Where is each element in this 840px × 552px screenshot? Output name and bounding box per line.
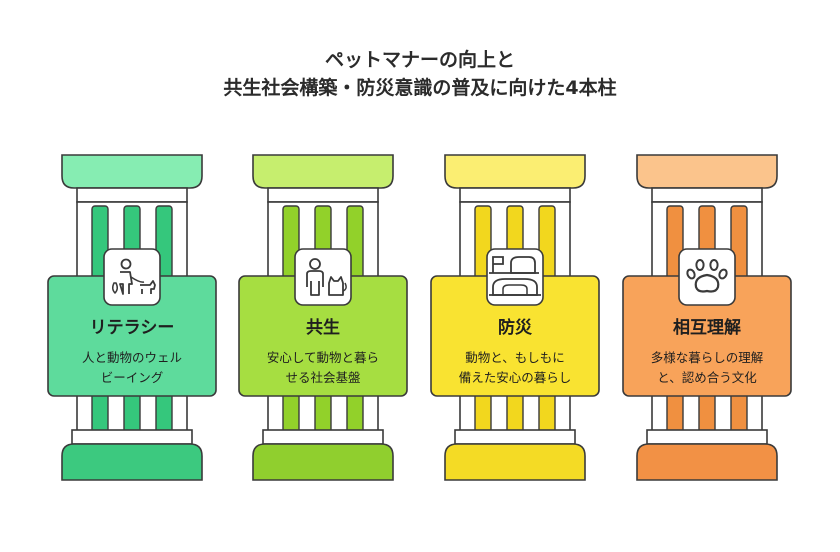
pillar-capital: [459, 187, 571, 203]
pillar-card-text: 相互理解多様な暮らしの理解と、認め合う文化: [623, 313, 791, 388]
pillar-title: 共生: [306, 318, 340, 338]
pillar-card-text: 防災動物と、もしもに備えた安心の暮らし: [431, 313, 599, 388]
pillar-capital: [651, 187, 763, 203]
pillar-3: [430, 154, 600, 481]
pillar-card-text: 共生安心して動物と暮らせる社会基盤: [239, 313, 407, 388]
pillar-title: リテラシー: [89, 318, 175, 338]
pillar-4: [622, 154, 792, 481]
pillar-description: 多様な暮らしの理解と、認め合う文化: [623, 348, 791, 388]
pillar-base: [252, 443, 394, 481]
pillar-top-cap: [444, 154, 586, 189]
pillar-description-line: 安心して動物と暮ら: [266, 350, 380, 365]
title-line-1: ペットマナーの向上と: [324, 49, 515, 71]
title-line-2: 共生社会構築・防災意識の普及に向けた4本柱: [223, 77, 617, 99]
pillar-base-band: [646, 429, 768, 445]
pillar-description-line: 多様な暮らしの理解: [650, 350, 764, 365]
shelter-icon: [489, 256, 541, 296]
pillar-description-line: 人と動物のウェル: [81, 350, 182, 365]
page-title: ペットマナーの向上と 共生社会構築・防災意識の普及に向けた4本柱: [0, 46, 840, 102]
pillar-2: [238, 154, 408, 481]
pillar-card-text: リテラシー人と動物のウェルビーイング: [48, 313, 216, 388]
pillar-base: [444, 443, 586, 481]
pillar-1: [47, 154, 217, 481]
person-and-cat-icon: [306, 258, 347, 296]
pillar-base-band: [454, 429, 576, 445]
pillar-description: 動物と、もしもに備えた安心の暮らし: [431, 348, 599, 388]
pillar-description-line: と、認め合う文化: [657, 370, 757, 385]
icon-badge: [678, 248, 736, 306]
paw-print-icon: [686, 259, 728, 293]
pillar-base: [636, 443, 778, 481]
pillar-description: 安心して動物と暮らせる社会基盤: [239, 348, 407, 388]
pillar-top-cap: [252, 154, 394, 189]
pillar-base-band: [71, 429, 193, 445]
pillar-base: [61, 443, 203, 481]
pillar-capital: [267, 187, 379, 203]
pillar-title: 防災: [498, 318, 532, 338]
pillar-description: 人と動物のウェルビーイング: [48, 348, 216, 388]
pillar-description-line: せる社会基盤: [285, 370, 361, 385]
pillar-top-cap: [636, 154, 778, 189]
pillar-description-line: 備えた安心の暮らし: [458, 370, 572, 385]
pillar-description-line: ビーイング: [100, 370, 164, 385]
pillar-description-line: 動物と、もしもに: [465, 350, 565, 365]
icon-badge: [486, 248, 544, 306]
pillar-title: 相互理解: [673, 318, 741, 338]
person-walking-dog-icon: [111, 258, 156, 295]
pillar-top-cap: [61, 154, 203, 189]
pillar-capital: [76, 187, 188, 203]
pillar-base-band: [262, 429, 384, 445]
